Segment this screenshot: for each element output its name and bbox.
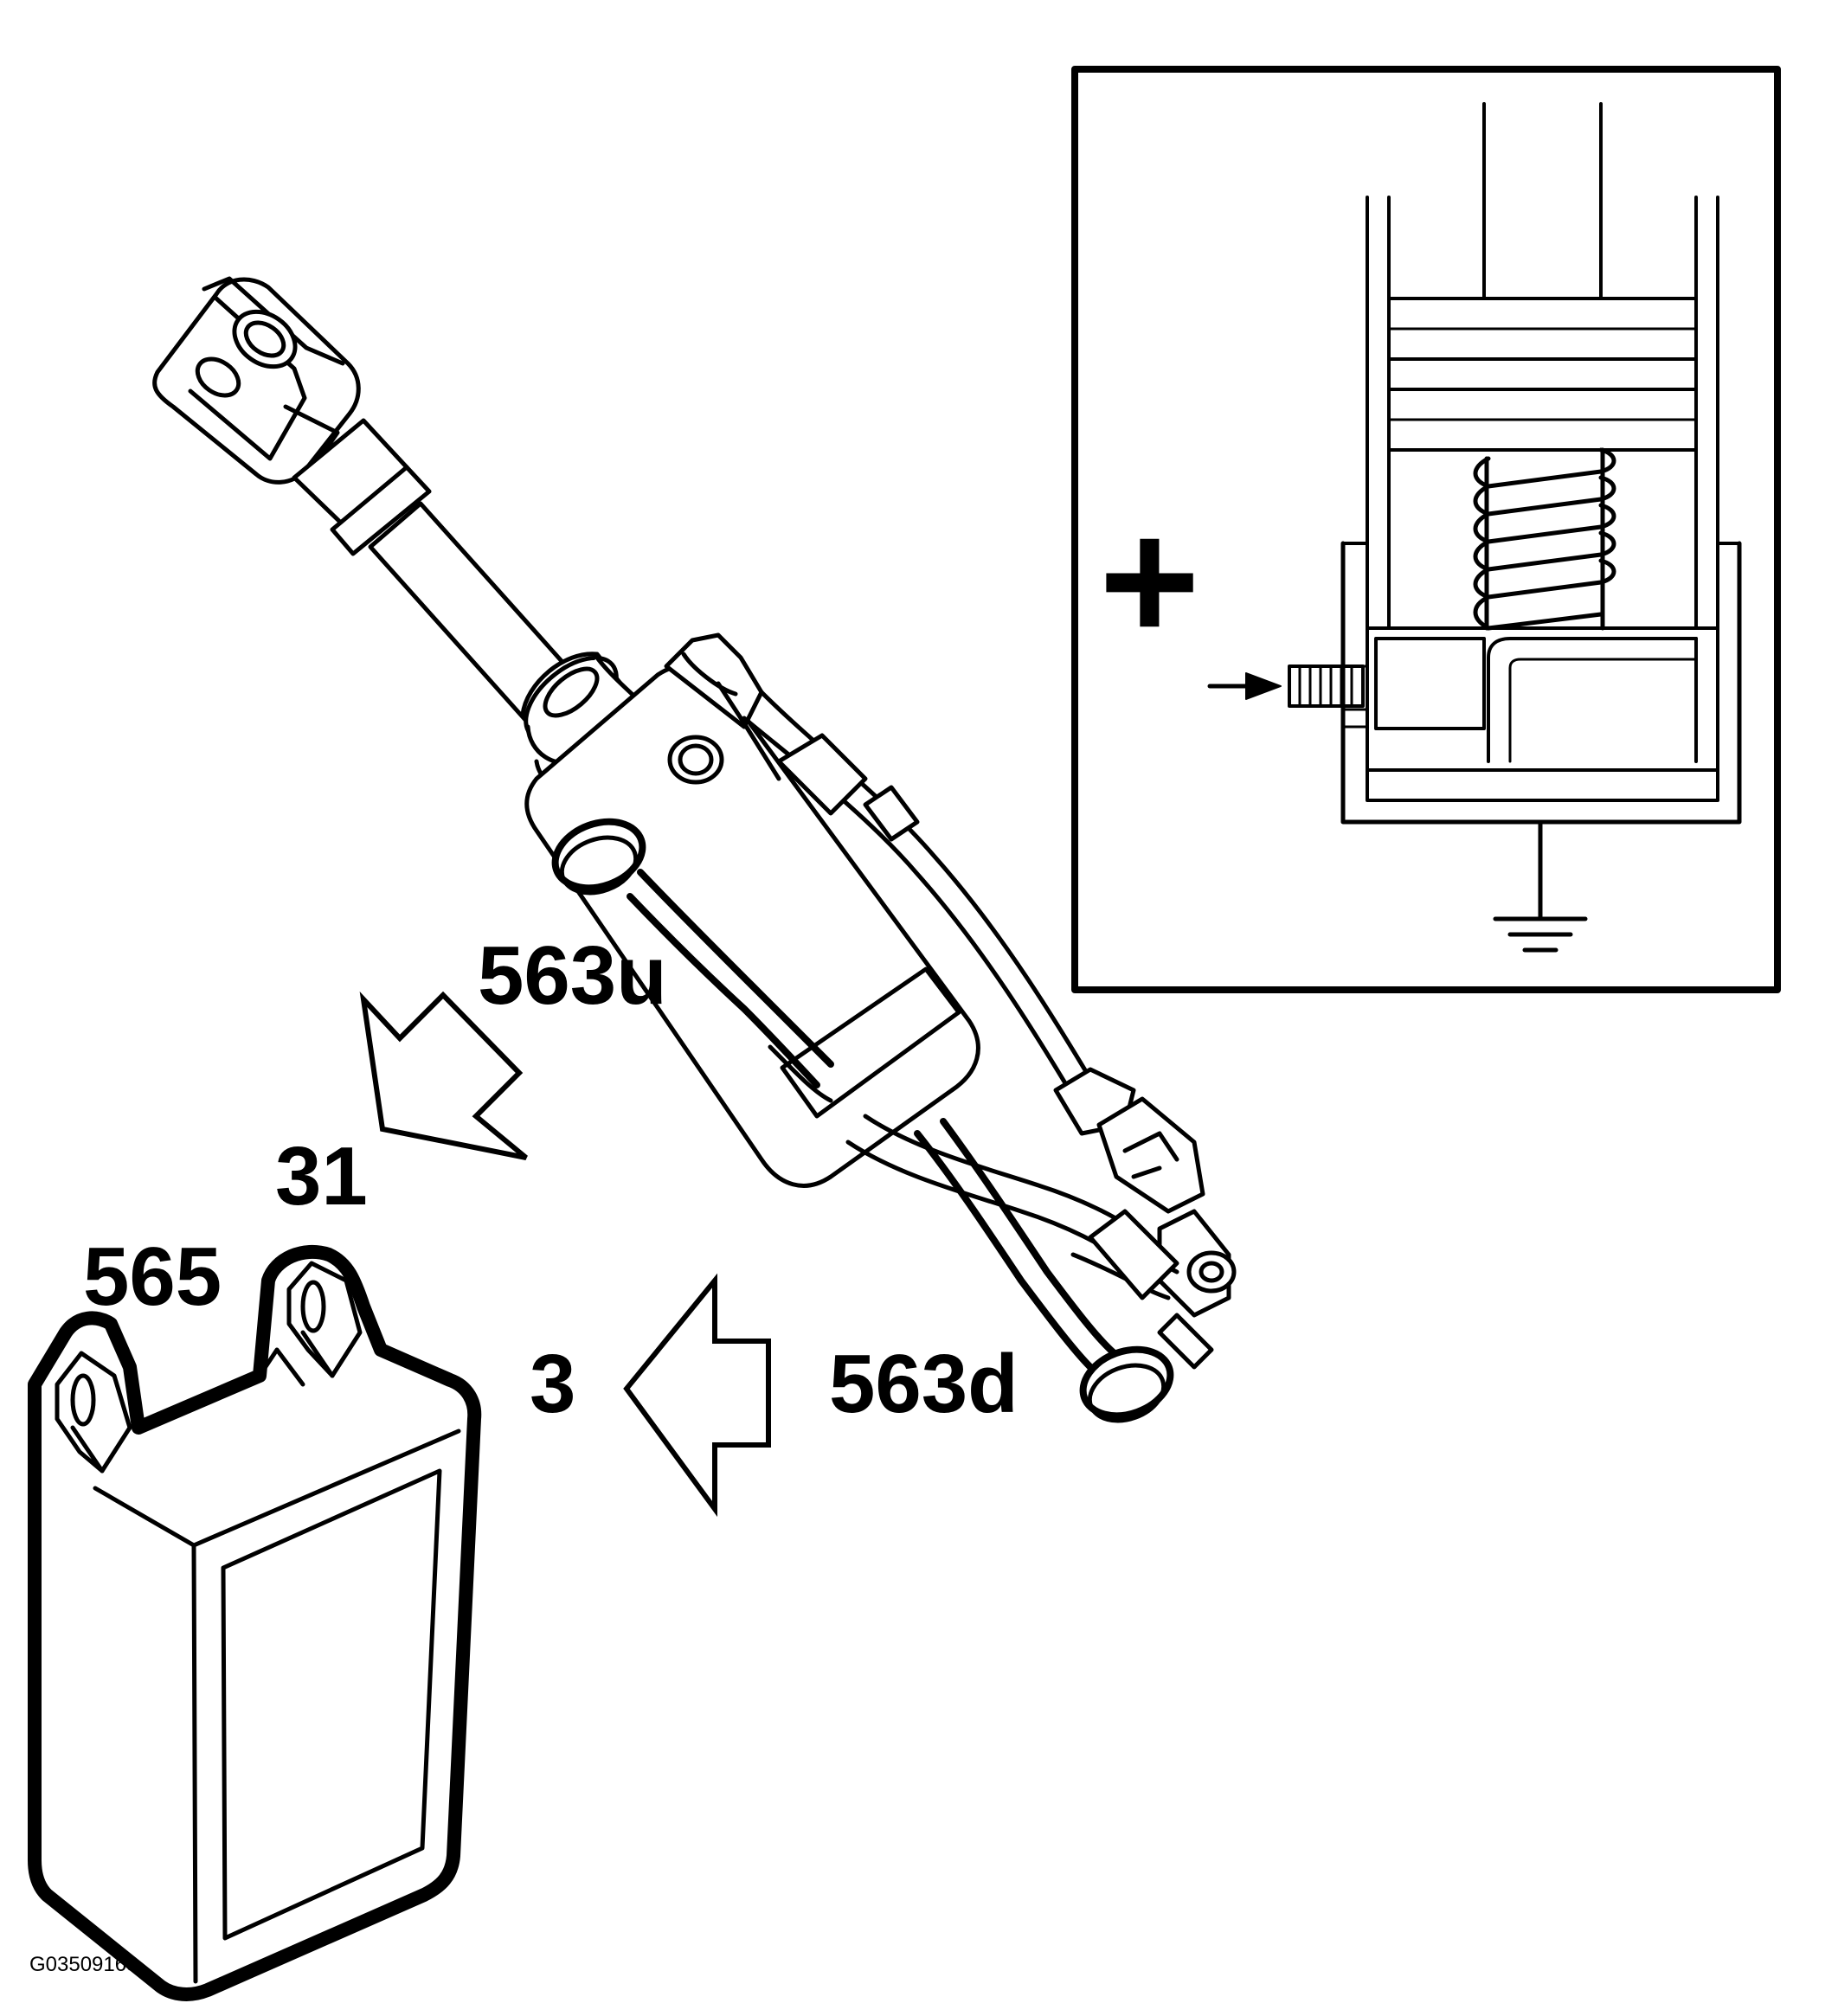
label-563d: 563d [829,1338,1019,1430]
actuator-icon [152,276,1237,1423]
label-565: 565 [83,1230,222,1323]
label-563u: 563u [478,929,667,1022]
battery-icon [28,1244,482,2001]
figure-id: G03509168 [29,1953,138,1976]
arrow-3-icon [623,1273,771,1518]
inset-frame [1071,66,1781,993]
label-3: 3 [530,1338,575,1430]
ground-icon [1493,819,1588,953]
bleed-screw-icon [1288,665,1365,708]
label-31: 31 [275,1130,368,1223]
pointer-arrow-icon [1207,672,1282,700]
arrow-563u-icon [359,991,528,1160]
inset-schematic [1071,66,1781,993]
spring-icon [1473,447,1616,631]
plus-symbol: + [1099,485,1200,677]
